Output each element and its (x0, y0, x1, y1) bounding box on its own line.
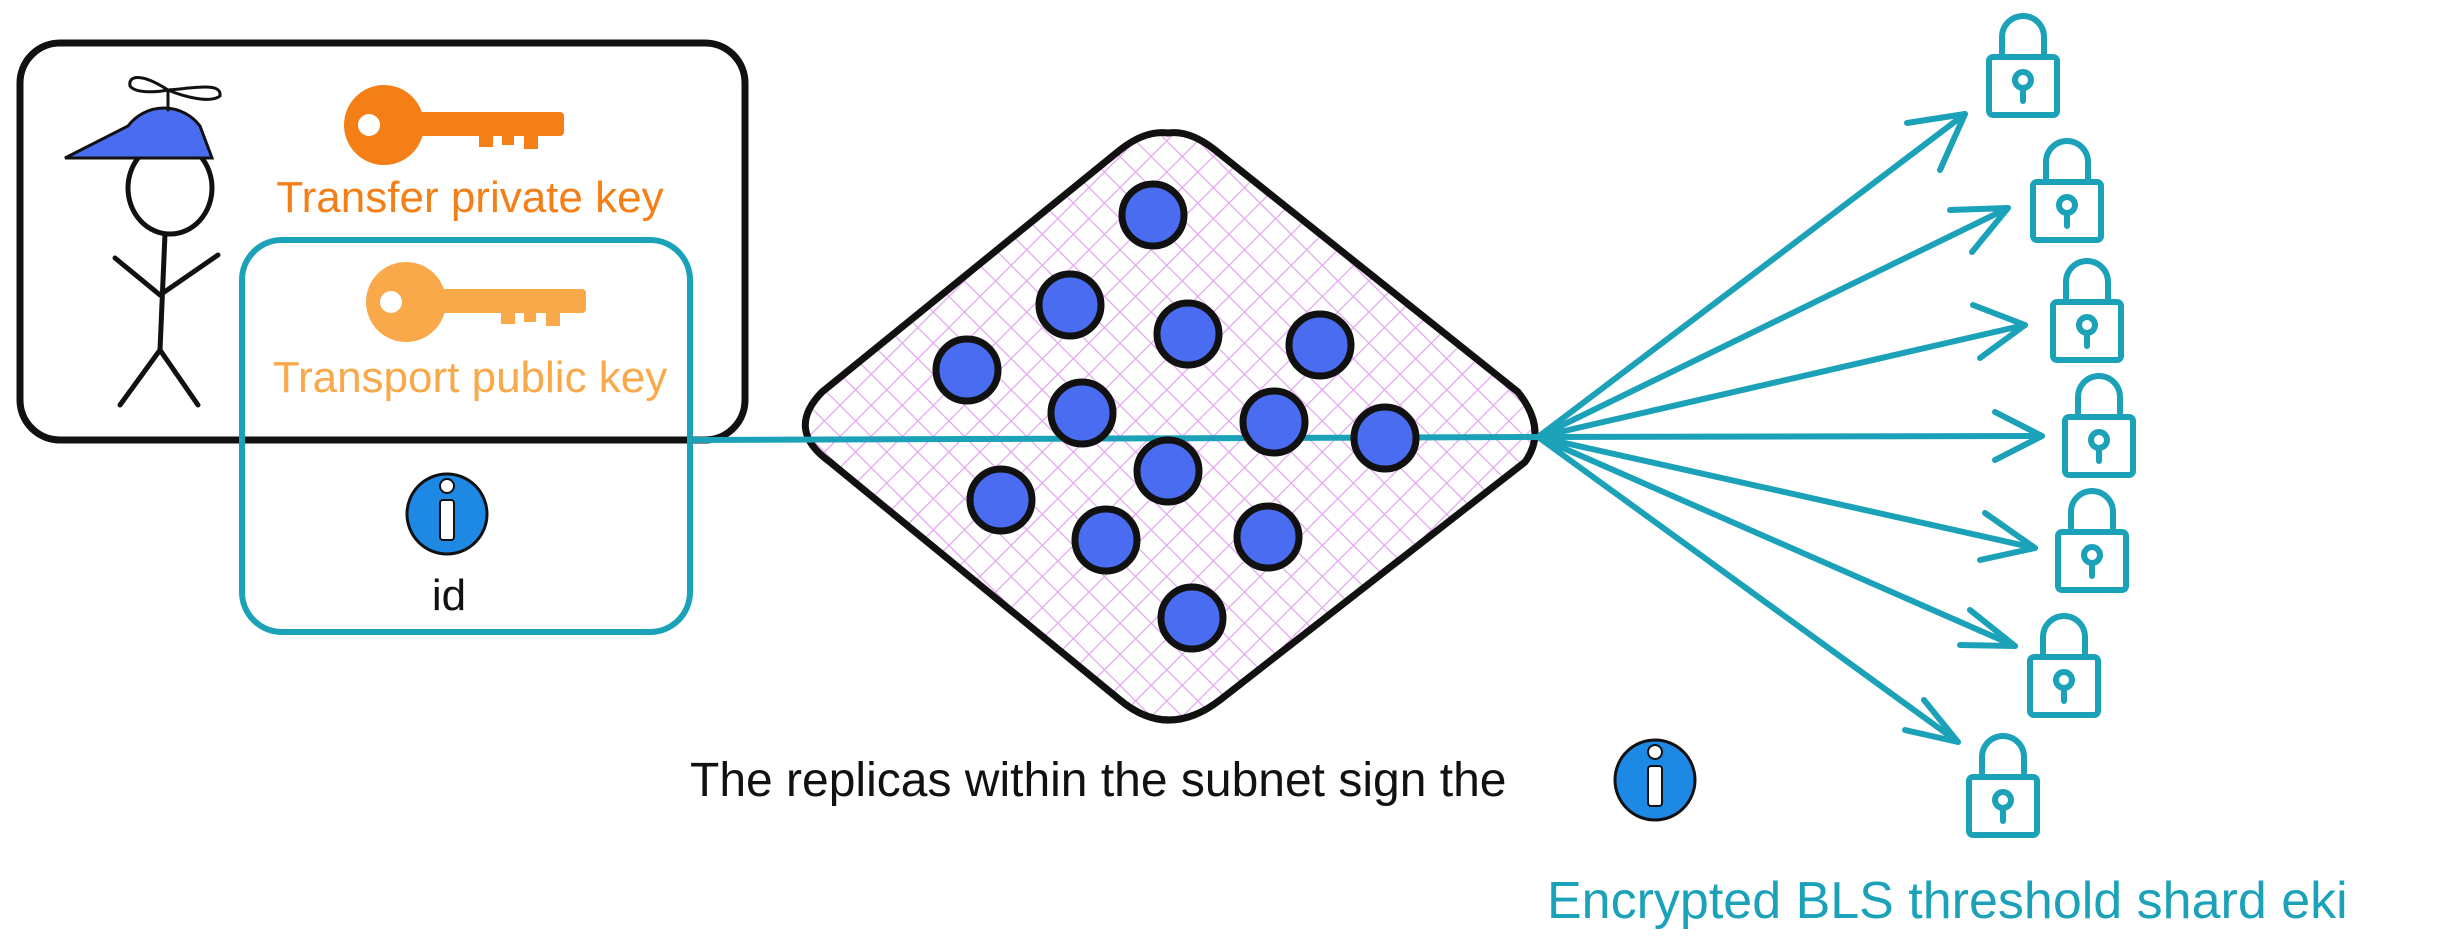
lock-icon (2065, 376, 2133, 475)
replica-node (1350, 403, 1420, 473)
caption-text: The replicas within the subnet sign the (690, 754, 1506, 807)
lock-icon (2030, 616, 2098, 715)
subnet-diamond (802, 129, 1539, 724)
shard-arrow (1535, 111, 1968, 440)
replica-node (1133, 436, 1203, 506)
transport-key-label: Transport public key (273, 353, 668, 402)
replica-node (1071, 505, 1141, 575)
lock-icon (2053, 261, 2121, 360)
replica-node (1157, 583, 1227, 653)
shard-arrow (1535, 434, 2018, 649)
replica-node (1047, 378, 1117, 448)
stick-figure-icon (64, 76, 222, 408)
user-box (16, 39, 749, 444)
replica-node (1233, 502, 1303, 572)
lock-icon (2058, 491, 2126, 590)
shard-arrow (1535, 205, 2011, 440)
transport-box (239, 237, 693, 635)
shard-arrows (1535, 111, 2045, 745)
encrypted-shard-label: Encrypted BLS threshold shard eki (1547, 872, 2348, 930)
replica-node (966, 465, 1036, 535)
transfer-key-label: Transfer private key (276, 173, 663, 222)
shard-arrow (1535, 434, 1961, 745)
shard-arrow (1535, 433, 2045, 440)
replica-node (1035, 270, 1105, 340)
replica-nodes (932, 180, 1420, 653)
shard-arrow (1535, 434, 2038, 551)
caption-info-icon (1613, 738, 1697, 822)
replica-node (932, 335, 1002, 405)
id-label: id (432, 571, 466, 620)
shard-arrow (1535, 322, 2028, 440)
replica-node (1239, 387, 1309, 457)
replica-node (1153, 299, 1223, 369)
lock-icon (1989, 16, 2057, 115)
lock-icon (1969, 736, 2037, 835)
replica-node (1118, 180, 1188, 250)
lock-icon (2033, 141, 2101, 240)
info-icon (405, 472, 489, 556)
replica-node (1285, 310, 1355, 380)
